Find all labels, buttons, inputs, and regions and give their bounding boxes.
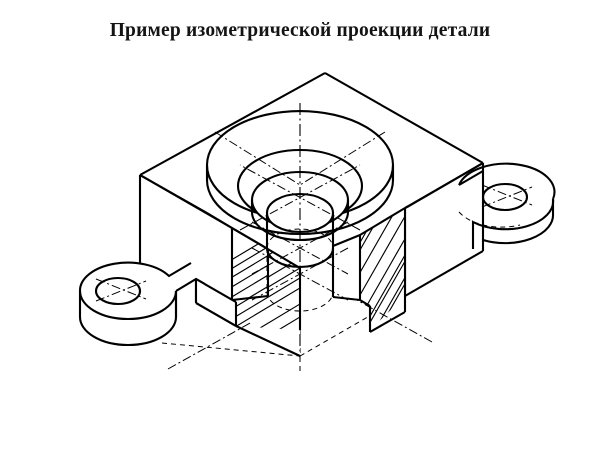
right-cut-face-fill (360, 208, 405, 330)
right-cut-step-horiz (359, 299, 371, 307)
left-cut-bottom-edge (235, 325, 301, 357)
top-front-left-to-cut (206, 212, 233, 229)
right-lug-top-fill (455, 158, 547, 228)
cut-plane-trace-right (354, 298, 433, 343)
left-bore-wall-bottom (231, 294, 269, 302)
cut-plane-trace-left (167, 321, 253, 370)
top-edge-left-rear (139, 72, 326, 176)
right-lug-top-outline (458, 162, 556, 200)
top-front-left-seg (139, 174, 208, 214)
left-lug-wall-fill (80, 292, 176, 344)
left-lug-bolt-hole-hidden (95, 290, 141, 305)
bore-lower-hidden-ellipse (266, 291, 334, 312)
right-lug-hole-centreline-b (481, 186, 533, 208)
bore-axis-right-up (251, 221, 349, 275)
centre-axes (167, 103, 433, 370)
right-lug-hole-centreline-a (481, 184, 533, 206)
left-bore-wall-top (231, 227, 269, 250)
left-lug-top-edge (78, 290, 178, 321)
right-lug-wall-fill (454, 186, 548, 244)
left-cut-step-front-horiz (195, 302, 237, 327)
left-lug-bottom-edge (78, 316, 178, 347)
right-cut-outline-top (359, 207, 406, 236)
right-bore-wall-top (332, 234, 361, 247)
left-cut-step-horiz (195, 278, 237, 303)
right-lug-bottom-outline (471, 198, 555, 249)
right-mounting-lug (454, 158, 556, 251)
right-lug-base-hidden (458, 211, 521, 228)
right-lug-plate-top (458, 170, 484, 186)
top-face-front-edges-overlay (139, 162, 484, 229)
left-lug-hole-centreline-a (95, 278, 147, 300)
page-title: Пример изометрической проекции детали (109, 20, 491, 41)
top-edge-right-rear (324, 72, 484, 164)
bore-bottom-rear-hidden (266, 228, 334, 249)
bore-axis-right-down (251, 247, 349, 301)
left-lug-hole-centreline-b (95, 280, 147, 302)
central-boss (205, 109, 395, 312)
right-lug-silhouette (482, 199, 555, 245)
left-lug-top-outline (78, 261, 192, 292)
right-cut-bottom-edge (369, 311, 406, 333)
top-front-right-seg (408, 162, 484, 207)
top-front-right-to-cut (404, 205, 410, 209)
